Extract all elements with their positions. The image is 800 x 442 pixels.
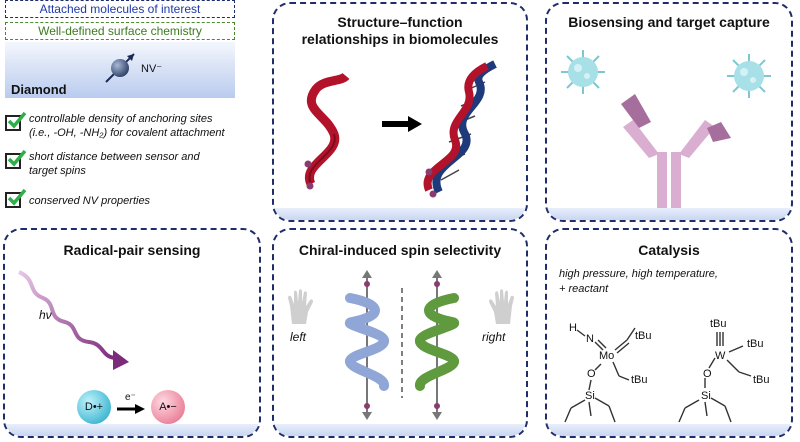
check-text-line2: (i.e., -OH, -NH₂) for covalent attachmen… (29, 127, 225, 139)
diamond-panel: Attached molecules of interest Well-defi… (5, 0, 235, 100)
double-helix-icon (423, 60, 497, 198)
right-label: right (482, 330, 506, 344)
donor-sphere: D•+ (77, 390, 111, 424)
right-hand-icon (489, 289, 514, 324)
diamond-label: Diamond (11, 82, 67, 97)
green-helix-icon (415, 270, 460, 420)
panel-title: Chiral-induced spin selectivity (298, 242, 502, 258)
blue-helix-icon (344, 270, 389, 420)
mo-o-label: O (587, 368, 596, 380)
check-text-line1: controllable density of anchoring sites (29, 113, 213, 125)
diamond-block: Diamond NV⁻ (5, 42, 235, 98)
virus-icon (561, 50, 605, 94)
panel-title-line1: Structure–function (337, 14, 463, 30)
checkbox-checked-icon (5, 188, 27, 208)
checklist: controllable density of anchoring sites … (5, 110, 245, 220)
check-text-line1: conserved NV properties (29, 195, 151, 207)
w-catalyst-bonds (678, 332, 752, 423)
panel-title: Catalysis (638, 242, 700, 258)
left-hand-icon (288, 289, 313, 324)
attached-molecules-box: Attached molecules of interest (5, 0, 235, 18)
divider-dashed-line (401, 288, 403, 398)
checkbox-checked-icon (5, 111, 27, 131)
right-arrow-icon (382, 116, 422, 132)
virus-icon (727, 54, 771, 98)
surface-chemistry-box: Well-defined surface chemistry (5, 22, 235, 40)
mo-h-label: H (569, 322, 577, 334)
mo-tbu1-label: tBu (635, 330, 652, 342)
condition-line1: high pressure, high temperature, (559, 268, 718, 280)
w-metal-label: W (715, 350, 726, 362)
w-tbu1-label: tBu (710, 318, 727, 330)
mo-catalyst-bonds (564, 327, 636, 423)
acceptor-sphere: A•− (151, 390, 185, 424)
panel-title: Radical-pair sensing (63, 242, 201, 258)
mo-metal-label: Mo (599, 350, 615, 362)
w-tbu2-label: tBu (747, 338, 764, 350)
check-text-line2: target spins (29, 165, 86, 177)
checkbox-checked-icon (5, 149, 27, 169)
mo-si-label: Si (585, 390, 595, 402)
panel-title-line2: relationships in biomolecules (301, 31, 499, 47)
biosensing-panel: Biosensing and target capture (545, 2, 793, 222)
structure-function-panel: Structure–function relationships in biom… (272, 2, 528, 222)
condition-line2: + reactant (559, 283, 609, 295)
w-o-label: O (703, 368, 712, 380)
surface (547, 424, 791, 436)
hv-label: hν (39, 308, 52, 322)
panel-title: Biosensing and target capture (568, 14, 770, 30)
electron-label: e⁻ (125, 392, 136, 403)
left-label: left (290, 330, 307, 344)
single-strand-icon (304, 72, 350, 190)
mo-n-label: N (586, 333, 594, 345)
catalysis-panel: Catalysis high pressure, high temperatur… (545, 228, 793, 438)
surface (5, 424, 259, 436)
w-tbu3-label: tBu (753, 374, 770, 386)
transfer-arrow-icon (117, 404, 145, 414)
chiral-panel: Chiral-induced spin selectivity left rig… (272, 228, 528, 438)
surface (274, 424, 526, 436)
w-si-label: Si (701, 390, 711, 402)
nv-label: NV⁻ (141, 63, 163, 75)
antibody-icon (621, 94, 731, 210)
mo-tbu2-label: tBu (631, 374, 648, 386)
surface (547, 208, 791, 220)
nv-spin-icon (105, 53, 135, 83)
photon-wave-icon (18, 270, 129, 370)
surface (274, 208, 526, 220)
check-text-line1: short distance between sensor and (29, 151, 200, 163)
radical-pair-panel: Radical-pair sensing hν D•+ e⁻ A•− (3, 228, 261, 438)
